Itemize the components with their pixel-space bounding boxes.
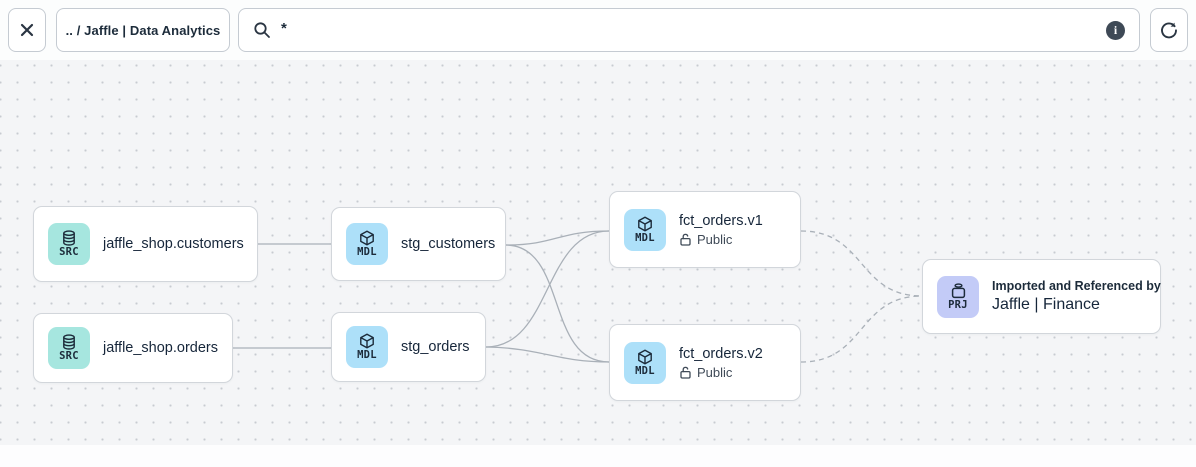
source-badge: SRC xyxy=(48,223,90,265)
close-button[interactable] xyxy=(8,8,46,52)
node-title: stg_customers xyxy=(401,236,496,252)
node-source-jaffle-shop-customers[interactable]: SRC jaffle_shop.customers xyxy=(33,206,258,282)
unlock-icon xyxy=(679,233,692,246)
badge-label: SRC xyxy=(59,246,79,259)
access-label: Public xyxy=(697,364,733,380)
model-badge: MDL xyxy=(346,223,388,265)
cube-icon xyxy=(637,349,653,365)
close-icon xyxy=(19,22,35,38)
badge-label: MDL xyxy=(357,246,377,259)
node-title: fct_orders.v1 xyxy=(679,212,763,229)
access-row: Public xyxy=(679,365,763,380)
node-title: Jaffle | Finance xyxy=(992,296,1100,313)
breadcrumb: .. / Jaffle | Data Analytics xyxy=(65,22,221,38)
search-icon xyxy=(253,21,271,39)
search-input[interactable]: * i xyxy=(238,8,1140,52)
badge-label: PRJ xyxy=(948,298,968,311)
model-badge: MDL xyxy=(624,341,666,384)
cube-icon xyxy=(637,216,653,232)
model-badge: MDL xyxy=(346,326,388,368)
lineage-toolbar: .. / Jaffle | Data Analytics * i xyxy=(0,0,1196,60)
project-jar-icon xyxy=(950,283,967,299)
node-subtitle: Imported and Referenced by xyxy=(992,279,1161,293)
badge-label: MDL xyxy=(357,349,377,362)
node-title: jaffle_shop.customers xyxy=(103,236,244,252)
node-model-fct-orders-v2[interactable]: MDL fct_orders.v2 Public xyxy=(609,324,801,401)
breadcrumb-button[interactable]: .. / Jaffle | Data Analytics xyxy=(56,8,230,52)
database-icon xyxy=(61,230,77,246)
node-title: fct_orders.v2 xyxy=(679,345,763,362)
lineage-canvas[interactable] xyxy=(0,60,1196,456)
node-model-stg-orders[interactable]: MDL stg_orders xyxy=(331,312,486,382)
badge-label: MDL xyxy=(635,231,655,244)
access-label: Public xyxy=(697,231,733,247)
node-model-stg-customers[interactable]: MDL stg_customers xyxy=(331,207,506,281)
refresh-button[interactable] xyxy=(1150,8,1188,52)
node-project-jaffle-finance[interactable]: PRJ Imported and Referenced by Jaffle | … xyxy=(922,259,1161,334)
cube-icon xyxy=(359,333,375,349)
badge-label: SRC xyxy=(59,350,79,363)
unlock-icon xyxy=(679,366,692,379)
search-query: * xyxy=(281,19,287,37)
database-icon xyxy=(61,334,77,350)
info-icon[interactable]: i xyxy=(1106,20,1125,40)
node-title: jaffle_shop.orders xyxy=(103,340,219,356)
badge-label: MDL xyxy=(635,364,655,377)
model-badge: MDL xyxy=(624,208,666,251)
node-source-jaffle-shop-orders[interactable]: SRC jaffle_shop.orders xyxy=(33,313,233,383)
access-row: Public xyxy=(679,232,763,247)
source-badge: SRC xyxy=(48,327,90,369)
node-title: stg_orders xyxy=(401,339,470,355)
node-model-fct-orders-v1[interactable]: MDL fct_orders.v1 Public xyxy=(609,191,801,268)
refresh-icon xyxy=(1159,20,1179,40)
project-badge: PRJ xyxy=(937,275,979,318)
cube-icon xyxy=(359,230,375,246)
